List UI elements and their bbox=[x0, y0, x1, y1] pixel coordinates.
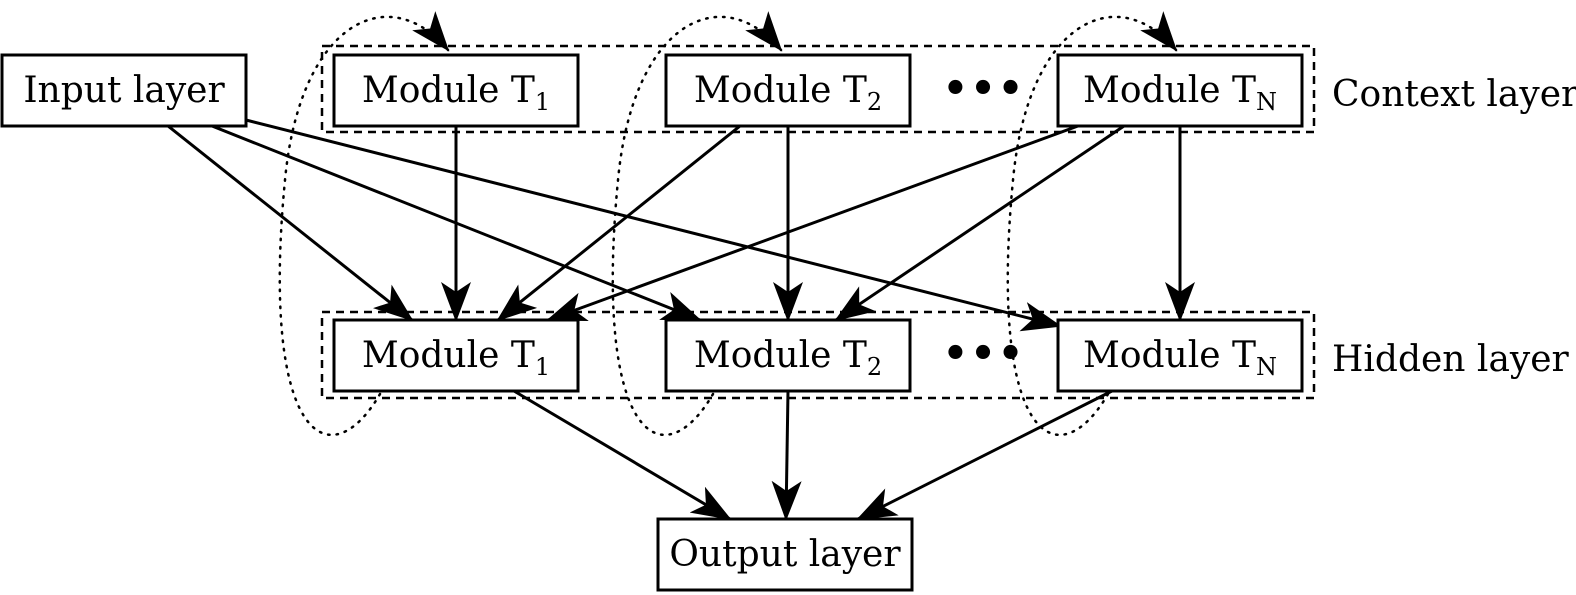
edge-context-2-hidden-1 bbox=[496, 124, 741, 322]
hidden-layer-label: Hidden layer bbox=[1332, 339, 1570, 380]
context-module-1: Module T1 bbox=[332, 53, 580, 128]
loop-edge-2 bbox=[611, 11, 783, 437]
hidden-module-1: Module T1 bbox=[332, 318, 580, 393]
recurrent-loops bbox=[278, 11, 1178, 437]
svg-text:Module TN: Module TN bbox=[1083, 70, 1277, 116]
hidden-layer-group bbox=[320, 310, 1316, 400]
output-node: Output layer bbox=[656, 517, 914, 592]
input-node: Input layer bbox=[0, 53, 248, 128]
context-module-N-label: Module T bbox=[1083, 70, 1256, 111]
svg-text:Module TN: Module TN bbox=[1083, 335, 1277, 381]
edges bbox=[167, 118, 1195, 521]
hidden-module-2-sub: 2 bbox=[867, 353, 882, 381]
edge-context-N-hidden-2 bbox=[834, 124, 1125, 322]
context-layer-label: Context layer bbox=[1332, 74, 1576, 115]
context-module-2-sub: 2 bbox=[867, 88, 882, 116]
edge-hidden-1-output bbox=[513, 389, 732, 521]
context-layer-group bbox=[320, 44, 1316, 134]
context-module-2: Module T2 bbox=[664, 53, 912, 128]
hidden-module-2-label: Module T bbox=[694, 335, 867, 376]
edge-context-N-hidden-1 bbox=[546, 124, 1079, 322]
hidden-module-1-label: Module T bbox=[362, 335, 535, 376]
context-module-1-label: Module T bbox=[362, 70, 535, 111]
svg-text:Module T1: Module T1 bbox=[362, 70, 550, 116]
hidden-module-N: Module TN bbox=[1056, 318, 1304, 393]
context-module-1-sub: 1 bbox=[535, 88, 550, 116]
edge-input-hidden-N bbox=[245, 118, 1062, 332]
hidden-module-1-sub: 1 bbox=[535, 353, 550, 381]
loop-edge-1 bbox=[278, 11, 450, 437]
context-module-2-label: Module T bbox=[694, 70, 867, 111]
loop-edge-N bbox=[1006, 11, 1178, 437]
edge-hidden-N-output bbox=[856, 389, 1113, 521]
context-ellipsis: ••• bbox=[943, 66, 1026, 112]
input-node-label: Input layer bbox=[23, 70, 225, 111]
output-node-label: Output layer bbox=[669, 534, 901, 575]
hidden-ellipsis: ••• bbox=[943, 331, 1026, 377]
context-module-N-sub: N bbox=[1256, 88, 1277, 116]
svg-text:Module T2: Module T2 bbox=[694, 70, 882, 116]
edge-hidden-2-output bbox=[771, 390, 802, 521]
edge-input-hidden-1 bbox=[167, 124, 414, 322]
hidden-module-N-sub: N bbox=[1256, 353, 1277, 381]
context-module-N: Module TN bbox=[1056, 53, 1304, 128]
svg-text:Module T1: Module T1 bbox=[362, 335, 550, 381]
svg-text:Module T2: Module T2 bbox=[694, 335, 882, 381]
hidden-module-N-label: Module T bbox=[1083, 335, 1256, 376]
hidden-module-2: Module T2 bbox=[664, 318, 912, 393]
